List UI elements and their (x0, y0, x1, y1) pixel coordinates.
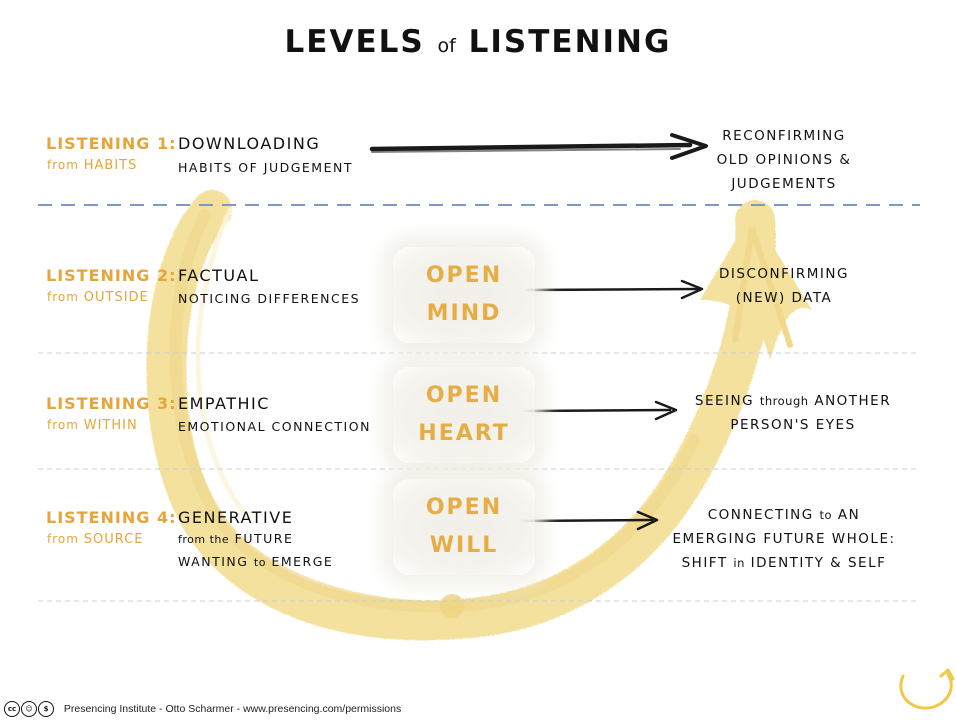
page-title: LEVELS of LISTENING (0, 24, 956, 60)
arrow-level-2 (524, 279, 704, 300)
open-heart-box (393, 367, 535, 463)
level-1-outcome: RECONFIRMING OLD OPINIONS & JUDGEMENTS (716, 128, 852, 192)
level-3-description: EMOTIONAL CONNECTION (178, 419, 371, 434)
u-process-arc (146, 190, 812, 641)
cc-license-icon: cc (4, 701, 20, 717)
level-2-label: LISTENING 2: (46, 266, 177, 285)
cc-by-icon: ☺ (21, 701, 37, 717)
title-word-of: of (437, 35, 456, 57)
level-3-name: EMPATHIC (178, 394, 270, 413)
title-word-listening: LISTENING (468, 24, 672, 60)
footer-credit: cc☺$ Presencing Institute - Otto Scharme… (4, 701, 401, 717)
level-2-description: NOTICING DIFFERENCES (178, 291, 361, 306)
level-3-outcome: SEEING through ANOTHER PERSON'S EYES (694, 393, 892, 433)
level-3-label: LISTENING 3: (46, 394, 177, 413)
level-2-name: FACTUAL (178, 266, 260, 285)
arrow-level-4 (518, 510, 659, 531)
level-4-label: LISTENING 4: (46, 508, 177, 527)
arrow-level-1 (369, 133, 708, 160)
open-will-box (393, 479, 535, 575)
level-3-source: from WITHIN (47, 418, 138, 433)
open-will-label: OPEN WILL (425, 495, 503, 558)
level-1-source: from HABITS (47, 158, 138, 173)
credit-text: Presencing Institute - Otto Scharmer - w… (63, 703, 402, 715)
open-mind-box (393, 247, 535, 343)
title-word-levels: LEVELS (284, 24, 425, 60)
level-4-source: from SOURCE (47, 532, 144, 547)
level-1-name: DOWNLOADING (178, 134, 321, 153)
cc-nc-icon: $ (38, 701, 54, 717)
level-2-source: from OUTSIDE (47, 290, 149, 305)
level-2-outcome: DISCONFIRMING (NEW) DATA (719, 266, 849, 306)
open-mind-label: OPEN MIND (425, 263, 503, 326)
level-4-outcome: CONNECTING to AN EMERGING FUTURE WHOLE: … (672, 507, 896, 571)
open-heart-label: OPEN HEART (418, 383, 510, 446)
bottom-of-u-dot (440, 594, 464, 618)
arrow-level-3 (522, 400, 678, 421)
level-1-description: HABITS OF JUDGEMENT (178, 160, 353, 175)
level-4-name: GENERATIVE (178, 508, 294, 527)
presencing-logo-icon (899, 668, 955, 710)
level-1-label: LISTENING 1: (46, 134, 177, 153)
level-4-description: from the FUTURE WANTING to EMERGE (178, 531, 334, 569)
